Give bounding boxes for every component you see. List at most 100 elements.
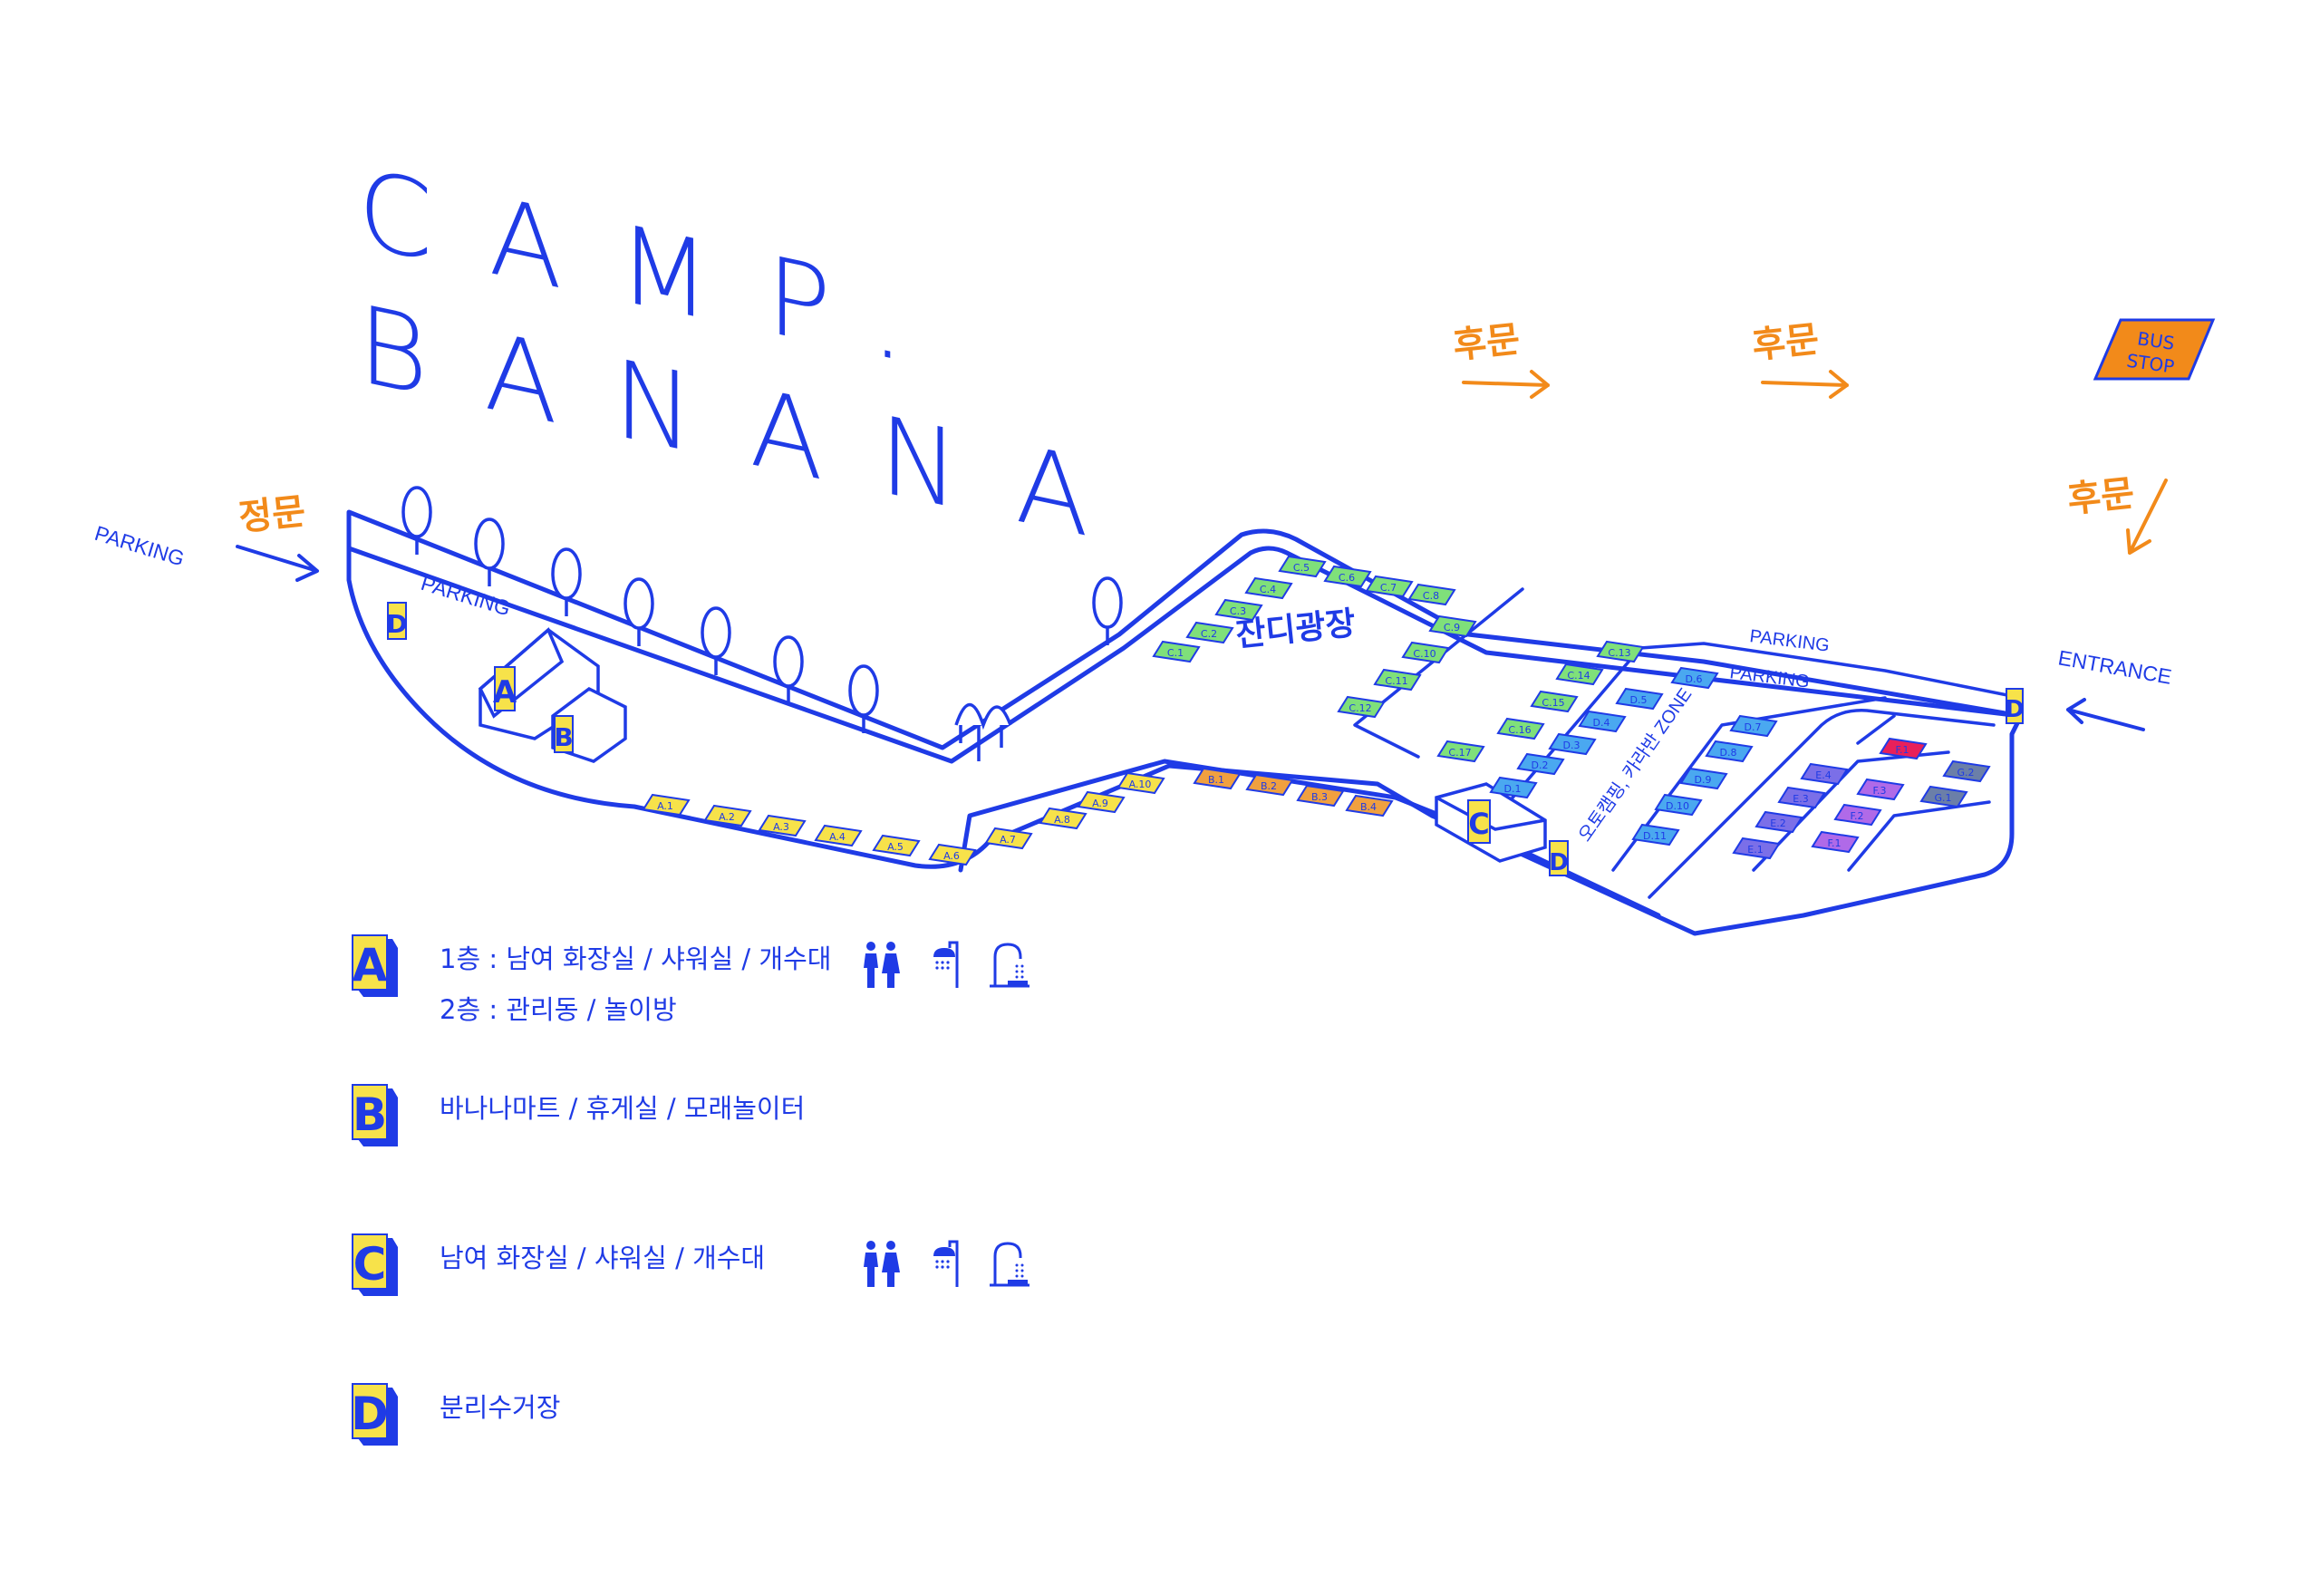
campsite-C-3: C.3 (1214, 598, 1263, 622)
campsite-E-3: E.3 (1777, 786, 1826, 809)
campsite-label: C.5 (1293, 562, 1310, 574)
campsite-label: C.7 (1380, 582, 1397, 594)
tree-row (401, 486, 1123, 761)
campsite-label: C.8 (1423, 590, 1439, 602)
campsite-label: F.1 (1827, 837, 1841, 849)
campsite-A-5: A.5 (872, 834, 921, 857)
campsite-label: D.6 (1686, 673, 1703, 685)
campsite-label: B.4 (1360, 801, 1377, 813)
campsite-label: C.10 (1413, 648, 1436, 660)
campsite-A-6: A.6 (928, 843, 977, 866)
campsite-C-13: C.13 (1596, 640, 1645, 663)
campsite-C-15: C.15 (1530, 690, 1579, 713)
campsite-A-4: A.4 (814, 824, 863, 847)
main-gate-label: 정문 (237, 491, 307, 539)
arrow-parking-left (236, 545, 319, 582)
campsite-G-2: G.2 (1942, 759, 1991, 783)
tree-icon (401, 486, 432, 555)
campsite-label: D.11 (1643, 830, 1667, 842)
campsite-C-10: C.10 (1401, 641, 1450, 664)
arrow-back-gate-1 (1462, 370, 1550, 399)
entrance-label: ENTRANCE (2056, 645, 2173, 689)
campsite-C-1: C.1 (1152, 640, 1201, 663)
svg-text:A: A (493, 674, 517, 711)
campsite-label: A.2 (719, 811, 735, 823)
tree-icon (624, 577, 654, 646)
campsite-label: G.1 (1934, 792, 1951, 804)
back-gate-label-3: 후문 (2065, 473, 2136, 521)
campsite-F-3: F.3 (1856, 778, 1905, 801)
fountain-icon (954, 703, 1012, 761)
campsite-label: D.3 (1563, 740, 1580, 751)
campsite-D-9: D.9 (1679, 767, 1728, 790)
campsite-label: B.3 (1311, 791, 1328, 803)
campsite-B-3: B.3 (1296, 784, 1345, 808)
building-marker-C: C (1467, 799, 1491, 844)
campsite-C-4: C.4 (1244, 576, 1293, 600)
bus-stop-sign: BUS STOP (2093, 318, 2216, 381)
campsite-label: C.15 (1542, 697, 1564, 709)
campsite-E-1: E.1 (1732, 837, 1781, 860)
tree-icon (474, 517, 505, 586)
campsite-C-5: C.5 (1278, 555, 1327, 578)
campsite-D-6: D.6 (1670, 666, 1719, 690)
tree-icon (1092, 576, 1123, 645)
campsite-A-2: A.2 (703, 804, 752, 827)
building-marker-D-c: D (1549, 840, 1569, 876)
campsite-C-8: C.8 (1407, 583, 1456, 606)
campsite-label: A.9 (1092, 798, 1108, 809)
campsite-A-9: A.9 (1077, 790, 1126, 814)
campsite-label: A.1 (657, 800, 673, 812)
arrow-entrance (2066, 698, 2145, 731)
campsite-label: A.4 (829, 831, 846, 843)
campsite-label: C.17 (1448, 747, 1471, 759)
campsite-label: B.2 (1261, 780, 1277, 792)
campsite-D-3: D.3 (1548, 732, 1597, 756)
building-marker-D-parking: D (386, 602, 408, 640)
campsite-label: C.11 (1385, 675, 1407, 687)
campsite-C-9: C.9 (1428, 614, 1477, 638)
campsite-C-16: C.16 (1496, 717, 1545, 740)
parking-lot-label: PARKING (419, 571, 514, 621)
campsite-label: C.3 (1230, 605, 1246, 617)
campsite-label: A.8 (1054, 814, 1070, 826)
campsite-A-8: A.8 (1039, 807, 1088, 830)
campsite-label: D.9 (1695, 774, 1712, 786)
campsite-label: C.9 (1444, 622, 1460, 634)
campsite-F-1: F.1 (1811, 830, 1860, 854)
campsite-label: D.5 (1630, 694, 1648, 706)
campsite-label: E.1 (1747, 844, 1763, 856)
svg-text:B: B (554, 722, 573, 752)
svg-text:D: D (2005, 696, 2025, 723)
campsite-label: C.4 (1260, 584, 1276, 595)
campsite-C-17: C.17 (1436, 740, 1485, 763)
tree-icon (773, 635, 804, 704)
back-gate-label-2: 후문 (1750, 319, 1821, 367)
campsite-label: A.6 (943, 850, 960, 862)
campsite-E-2: E.2 (1754, 810, 1803, 834)
tree-icon (848, 664, 879, 733)
campsite-D-8: D.8 (1705, 740, 1754, 763)
campsite-label: C.14 (1567, 670, 1590, 682)
map-title: CAMP. BANANA (358, 146, 1145, 574)
campsite-F-1: F.1 (1879, 737, 1928, 760)
campsite-B-1: B.1 (1193, 767, 1242, 790)
campsite-label: F.2 (1850, 810, 1863, 822)
parking-left-label: PARKING (92, 521, 188, 571)
campsite-label: C.13 (1608, 647, 1630, 659)
campsite-D-4: D.4 (1578, 710, 1627, 733)
arrow-back-gate-3 (2126, 479, 2168, 555)
campsite-label: C.6 (1339, 572, 1355, 584)
campsite-B-2: B.2 (1245, 773, 1294, 797)
svg-text:D: D (1549, 849, 1569, 876)
building-marker-D-entrance: D (2005, 688, 2025, 724)
building-marker-A: A (493, 666, 517, 711)
campsite-C-6: C.6 (1323, 565, 1372, 588)
campsite-C-11: C.11 (1373, 668, 1422, 692)
campsite-label: E.2 (1770, 817, 1785, 829)
campsite-D-10: D.10 (1654, 793, 1703, 817)
campsite-label: A.3 (773, 821, 789, 833)
campsite-label: A.5 (887, 841, 904, 853)
